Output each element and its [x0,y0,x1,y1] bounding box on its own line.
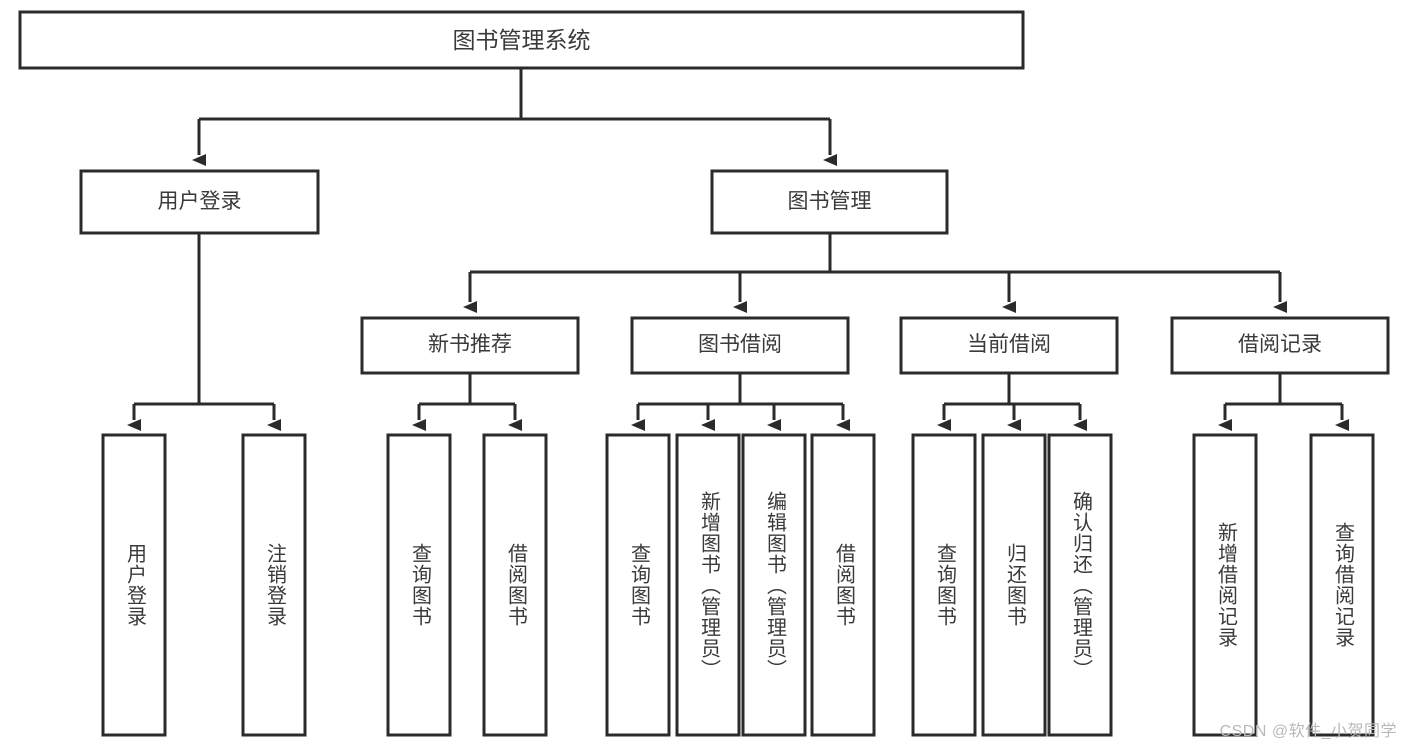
node-box-leaf-return-book[interactable] [981,433,1047,737]
node-box-leaf-borrow-book-1[interactable] [482,433,548,737]
node-box-leaf-user-login[interactable] [101,433,167,737]
node-box-leaf-user-logout[interactable] [241,433,307,737]
node-box-current-borrow[interactable] [899,316,1119,375]
node-box-leaf-add-record[interactable] [1192,433,1258,737]
watermark-text: CSDN @软件_小贺同学 [1219,723,1397,740]
node-box-book-borrow[interactable] [630,316,850,375]
node-box-leaf-confirm-return[interactable] [1047,433,1113,737]
node-box-root[interactable] [18,10,1025,70]
node-box-leaf-borrow-book-2[interactable] [810,433,876,737]
node-box-leaf-add-book[interactable] [675,433,741,737]
node-box-borrow-record[interactable] [1170,316,1390,375]
node-box-leaf-edit-book[interactable] [741,433,807,737]
node-box-user-login[interactable] [79,169,320,235]
node-box-leaf-query-book-1[interactable] [386,433,452,737]
node-box-leaf-query-record[interactable] [1309,433,1375,737]
node-box-leaf-query-book-3[interactable] [911,433,977,737]
node-box-book-manage[interactable] [710,169,949,235]
node-box-leaf-query-book-2[interactable] [605,433,671,737]
node-box-new-book-recommend[interactable] [360,316,580,375]
